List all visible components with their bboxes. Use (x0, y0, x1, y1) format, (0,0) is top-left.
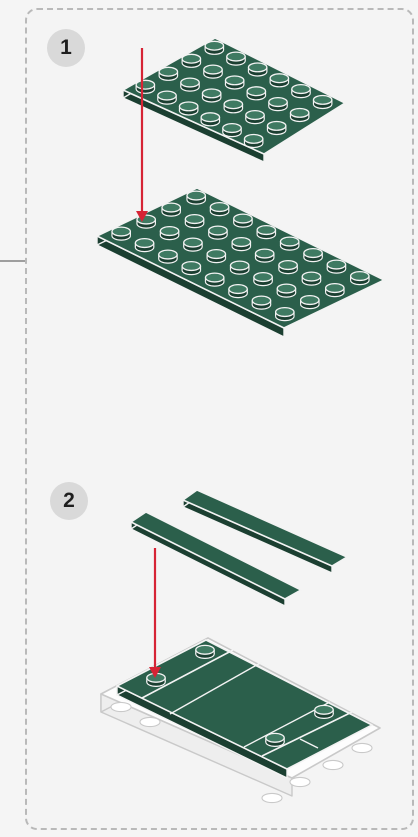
plate-top-stud (182, 54, 200, 67)
plate-bottom-stud (112, 227, 130, 240)
plate-bottom-stud (209, 226, 227, 239)
plate-top-stud (267, 121, 285, 134)
base-assembly-icon (101, 638, 380, 803)
plate-top-stud (205, 41, 223, 54)
plate-top-stud (246, 111, 264, 124)
plate-bottom-stud (207, 250, 225, 263)
plate-bottom-stud (135, 239, 153, 252)
plate-top-stud (244, 134, 262, 147)
plate-bottom-stud (182, 262, 200, 275)
plate-bottom-stud (230, 261, 248, 274)
plate-top-stud (181, 78, 199, 91)
white-stud (262, 793, 282, 802)
plate-top-stud (313, 95, 331, 108)
plate-top-stud (270, 74, 288, 87)
plate-bottom-stud (276, 308, 294, 321)
plate-top-stud (227, 52, 245, 65)
plate-bottom-stud (184, 238, 202, 251)
plate-bottom-stud (351, 272, 369, 285)
plate-top-stud (159, 67, 177, 80)
white-stud (323, 760, 343, 769)
arrow-step1-icon (136, 48, 148, 222)
plate-bottom-stud (205, 273, 223, 286)
plate-top-stud (224, 100, 242, 113)
plate-bottom-stud (185, 215, 203, 228)
plate-bottom-stud (277, 284, 295, 297)
plate-bottom-stud (159, 250, 177, 263)
plate-bottom-stud (229, 285, 247, 298)
plate-bottom-stud (302, 272, 320, 285)
plate-top-stud (136, 80, 154, 93)
arrow-step2-icon (149, 548, 161, 678)
plate-bottom-stud (252, 296, 270, 309)
white-stud (140, 717, 160, 726)
plate-top-stud (248, 63, 266, 76)
plate-bottom-stud (232, 238, 250, 251)
plate-bottom-stud (160, 227, 178, 240)
plate-bottom-icon (97, 188, 384, 337)
plate-bottom-stud (257, 226, 275, 239)
plate-top-stud (290, 108, 308, 121)
plate-bottom-stud (327, 260, 345, 273)
plate-bottom-stud (210, 203, 228, 216)
plate-bottom-stud (304, 249, 322, 262)
plate-top-stud (292, 85, 310, 98)
base-stud (266, 733, 284, 746)
plate-bottom-stud (280, 237, 298, 250)
white-stud (111, 702, 131, 711)
plate-bottom-stud (162, 203, 180, 216)
plate-top-stud (202, 89, 220, 102)
plate-top-stud (225, 76, 243, 89)
plate-bottom-stud (255, 249, 273, 262)
plate-bottom-stud (187, 191, 205, 204)
plate-top-stud (179, 102, 197, 115)
plate-top-icon (123, 38, 345, 162)
base-stud (196, 645, 214, 658)
white-stud (290, 777, 310, 786)
plate-bottom-top-face (97, 188, 384, 328)
plate-top-stud (269, 98, 287, 111)
plate-bottom-stud (254, 273, 272, 286)
plate-bottom-stud (279, 261, 297, 274)
plate-top-stud (247, 87, 265, 100)
plate-bottom-stud (234, 214, 252, 227)
white-stud (352, 743, 372, 752)
plate-bottom-stud (301, 296, 319, 309)
plate-top-stud (223, 124, 241, 137)
plate-top-stud (204, 65, 222, 78)
plate-top-stud (201, 113, 219, 126)
base-stud (315, 705, 333, 718)
plate-top-stud (158, 91, 176, 104)
plate-bottom-stud (326, 284, 344, 297)
